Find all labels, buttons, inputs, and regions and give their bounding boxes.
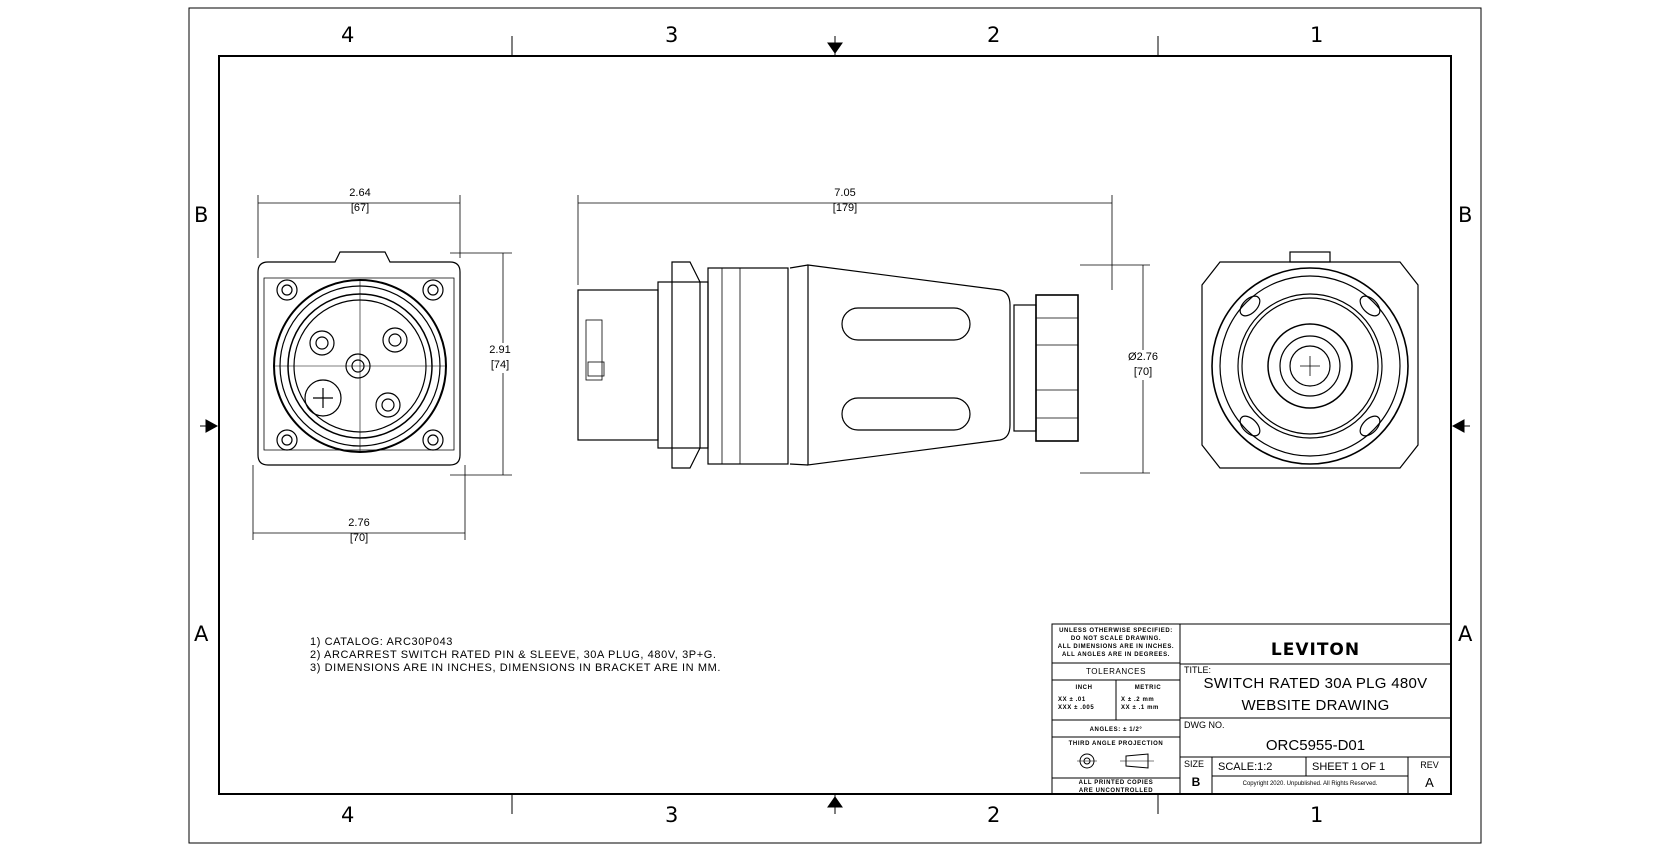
inch-tol-line: XXX ± .005 [1058, 705, 1095, 711]
printed-copies-line: ALL PRINTED COPIES [1078, 780, 1154, 786]
inch-tolerances: XX ± .01 XXX ± .005 [1058, 696, 1094, 712]
scale-value: SCALE:1:2 [1218, 761, 1273, 773]
rev-value: A [1425, 775, 1434, 790]
general-note-line: UNLESS OTHERWISE SPECIFIED: [1059, 628, 1173, 634]
title-label: TITLE: [1184, 665, 1212, 675]
side-view [577, 261, 1079, 469]
general-notes: UNLESS OTHERWISE SPECIFIED: DO NOT SCALE… [1052, 627, 1180, 659]
note-catalog: 1) CATALOG: ARC30P043 [310, 636, 454, 648]
zone-row-right-a: A [1458, 622, 1473, 646]
zone-col-bottom-3: 3 [665, 803, 679, 827]
tolerances-label: TOLERANCES [1085, 667, 1147, 676]
rev-label: REV [1420, 760, 1439, 770]
dim-front-bottom-width: 2.76 [70] [329, 516, 389, 546]
dwg-no-label: DWG NO. [1184, 720, 1225, 730]
dim-mm: [67] [350, 202, 370, 214]
dim-inch: 2.76 [348, 517, 370, 529]
inch-tol-line: XX ± .01 [1058, 697, 1086, 703]
metric-tol-line: XX ± .1 mm [1121, 705, 1159, 711]
drawing-title: SWITCH RATED 30A PLG 480V WEBSITE DRAWIN… [1180, 673, 1451, 717]
drawing-notes: 1) CATALOG: ARC30P043 2) ARCARREST SWITC… [310, 636, 721, 675]
dim-side-diameter: Ø2.76 [70] [1118, 350, 1168, 380]
size-label: SIZE [1184, 759, 1205, 769]
note-dimensions: 3) DIMENSIONS ARE IN INCHES, DIMENSIONS … [310, 662, 722, 674]
front-dims [252, 195, 512, 540]
zone-row-left-a: A [194, 622, 209, 646]
dim-mm: [179] [832, 202, 858, 214]
rear-view [1201, 251, 1419, 469]
zone-col-bottom-1: 1 [1310, 803, 1324, 827]
dim-mm: [70] [1133, 366, 1153, 378]
side-dims [577, 195, 1150, 474]
outer-border [188, 7, 1482, 844]
center-arrows [200, 36, 1470, 813]
metric-tolerances: X ± .2 mm XX ± .1 mm [1121, 696, 1159, 712]
dim-inch: Ø2.76 [1128, 351, 1158, 363]
copyright-text: Copyright 2020. Unpublished. All Rights … [1242, 781, 1378, 787]
dim-front-width: 2.64 [67] [330, 186, 390, 216]
front-view [257, 251, 461, 466]
title-block-frame [1051, 623, 1452, 795]
size-value: B [1191, 775, 1201, 789]
dim-inch: 2.64 [349, 187, 371, 199]
zone-col-bottom-4: 4 [341, 803, 355, 827]
general-note-line: ALL ANGLES ARE IN DEGREES. [1061, 652, 1171, 658]
metric-tol-line: X ± .2 mm [1121, 697, 1155, 703]
note-description: 2) ARCARREST SWITCH RATED PIN & SLEEVE, … [310, 649, 717, 661]
title-line: WEBSITE DRAWING [1241, 697, 1390, 714]
dwg-no-value: ORC5955-D01 [1265, 737, 1366, 754]
general-note-line: ALL DIMENSIONS ARE IN INCHES. [1057, 644, 1175, 650]
sheet-value: SHEET 1 OF 1 [1312, 761, 1386, 773]
zone-col-top-2: 2 [987, 23, 1001, 47]
dim-front-height: 2.91 [74] [480, 343, 520, 373]
printed-copies-line: ARE UNCONTROLLED [1078, 788, 1154, 794]
general-note-line: DO NOT SCALE DRAWING. [1070, 636, 1162, 642]
zone-col-top-3: 3 [665, 23, 679, 47]
dim-mm: [70] [349, 532, 369, 544]
zone-row-right-b: B [1458, 203, 1473, 227]
inch-label: INCH [1075, 685, 1093, 691]
leviton-logo: LEVITON [1270, 640, 1361, 660]
printed-copies-notice: ALL PRINTED COPIES ARE UNCONTROLLED [1052, 779, 1180, 795]
zone-col-top-4: 4 [341, 23, 355, 47]
zone-col-bottom-2: 2 [987, 803, 1001, 827]
projection-label: THIRD ANGLE PROJECTION [1068, 741, 1164, 747]
metric-label: METRIC [1134, 685, 1162, 691]
dim-mm: [74] [490, 359, 510, 371]
dim-inch: 7.05 [834, 187, 856, 199]
dim-side-length: 7.05 [179] [815, 186, 875, 216]
angles-tolerance: ANGLES: ± 1/2° [1089, 727, 1143, 733]
title-line: SWITCH RATED 30A PLG 480V [1203, 675, 1428, 692]
dim-inch: 2.91 [489, 344, 511, 356]
zone-col-top-1: 1 [1310, 23, 1324, 47]
zone-row-left-b: B [194, 203, 209, 227]
